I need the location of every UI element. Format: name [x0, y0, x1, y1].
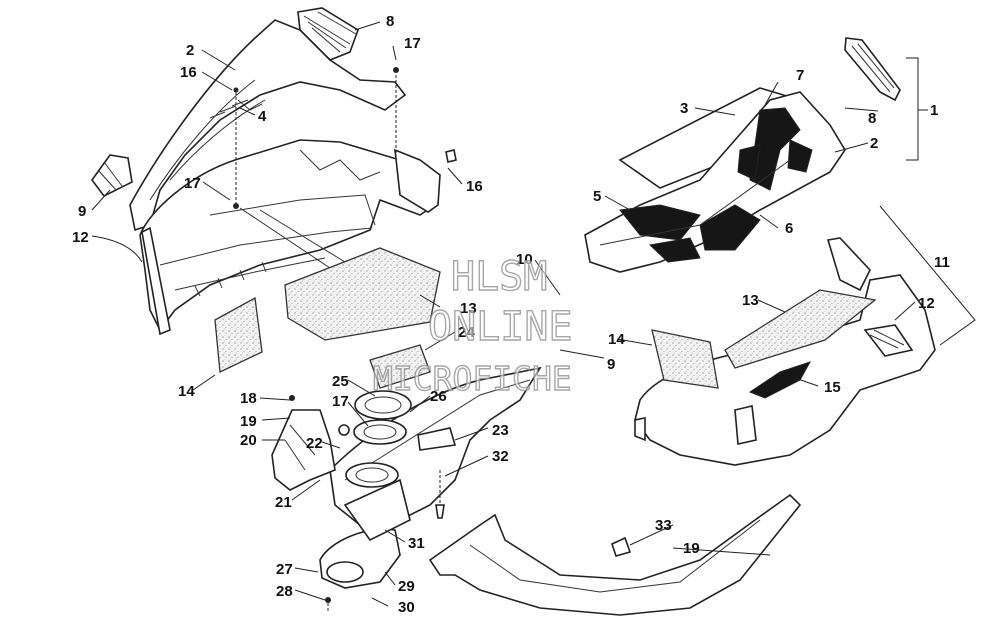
callout-labels: 1 2 2 3 4 5 6 7 8 8 9 9 10 11 12 12 13 1… — [72, 13, 950, 616]
callout-6: 6 — [785, 220, 793, 237]
callout-20: 20 — [240, 432, 257, 449]
callout-29: 29 — [398, 578, 415, 595]
callout-2-left: 2 — [186, 42, 194, 59]
callout-19-left: 19 — [240, 413, 257, 430]
hood-assembly — [129, 7, 457, 336]
callout-30: 30 — [398, 599, 415, 616]
foam-pad-right — [651, 329, 719, 389]
callout-7: 7 — [796, 67, 804, 84]
side-panel-upper — [584, 37, 901, 273]
callout-13-center: 13 — [460, 300, 477, 317]
watermark-line-1: HLSM — [451, 254, 547, 300]
callout-1: 1 — [930, 102, 938, 119]
side-scoop-left — [91, 154, 133, 198]
foam-pad-left — [214, 296, 263, 373]
callout-31: 31 — [408, 535, 425, 552]
callout-24: 24 — [458, 324, 475, 341]
watermark: HLSM ONLINE MICROFICHE — [372, 253, 573, 398]
callout-21: 21 — [275, 494, 292, 511]
hood-frame — [139, 139, 436, 332]
callout-25: 25 — [332, 373, 349, 390]
callout-17-top: 17 — [404, 35, 421, 52]
callout-28: 28 — [276, 583, 293, 600]
callout-3: 3 — [680, 100, 688, 117]
callout-12-right: 12 — [918, 295, 935, 312]
foam-pad-center — [284, 247, 441, 341]
callout-13-right: 13 — [742, 292, 759, 309]
hood-shell-upper — [129, 19, 407, 232]
watermark-line-2: ONLINE — [428, 304, 573, 350]
callout-19-right: 19 — [683, 540, 700, 557]
callout-32: 32 — [492, 448, 509, 465]
callout-9-left: 9 — [78, 203, 86, 220]
callout-9-center: 9 — [607, 356, 615, 373]
callout-22: 22 — [306, 435, 323, 452]
callout-16-right: 16 — [466, 178, 483, 195]
callout-4: 4 — [258, 108, 267, 125]
callout-8-left: 8 — [386, 13, 394, 30]
leader-lines — [91, 21, 976, 607]
callout-16-left: 16 — [180, 64, 197, 81]
callout-2-right: 2 — [870, 135, 878, 152]
callout-23: 23 — [492, 422, 509, 439]
watermark-line-3: MICROFICHE — [373, 359, 572, 398]
callout-33: 33 — [655, 517, 672, 534]
callout-14-left: 14 — [178, 383, 195, 400]
callout-11: 11 — [934, 254, 950, 271]
callout-27: 27 — [276, 561, 293, 578]
callout-14-right: 14 — [608, 331, 625, 348]
callout-26: 26 — [430, 388, 447, 405]
callout-12-left: 12 — [72, 229, 89, 246]
lower-trim — [428, 493, 802, 616]
callout-10: 10 — [516, 251, 533, 268]
callout-18: 18 — [240, 390, 257, 407]
callout-17-lower: 17 — [332, 393, 349, 410]
callout-15: 15 — [824, 379, 841, 396]
callout-17-left: 17 — [184, 175, 201, 192]
callout-8-right: 8 — [868, 110, 876, 127]
belly-pan-assembly — [271, 344, 542, 612]
callout-5: 5 — [593, 188, 601, 205]
